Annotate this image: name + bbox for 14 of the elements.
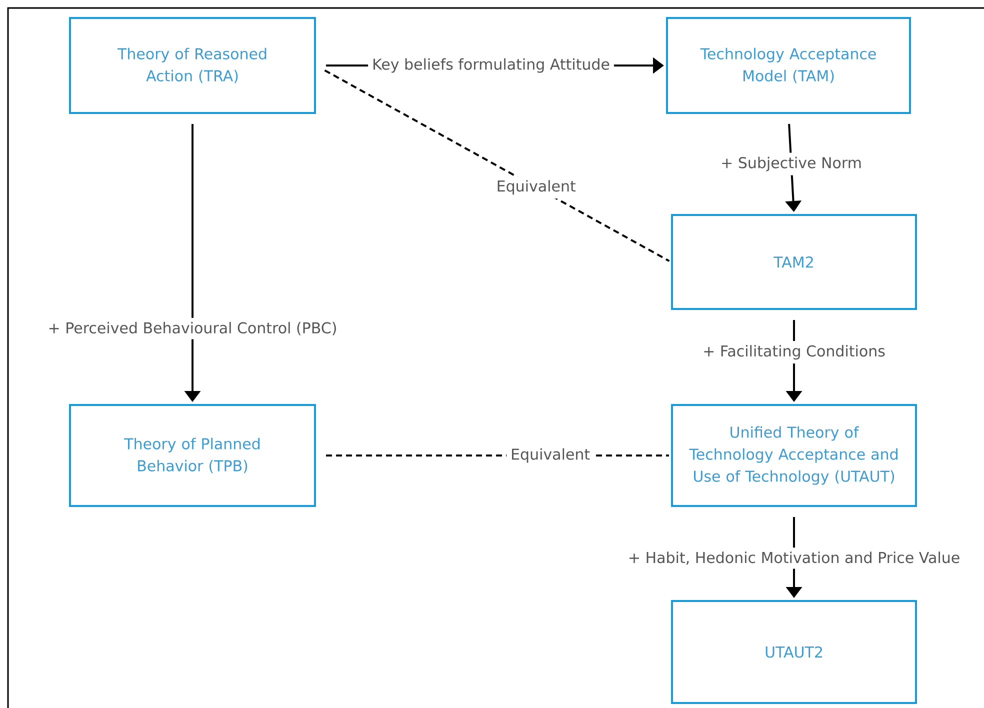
process-box: Theory of Planned Behavior (TPB)	[69, 404, 316, 507]
connector-line	[324, 69, 670, 262]
edge-label: + Subjective Norm	[716, 152, 866, 176]
process-box: Unified Theory of Technology Acceptance and Use of Technology (UTAUT)	[671, 404, 917, 507]
process-box: TAM2	[671, 214, 917, 310]
edge-label: Equivalent	[506, 444, 594, 467]
edge-label: Key beliefs formulating Attitude	[368, 54, 614, 77]
edge-label: + Habit, Hedonic Motivation and Price Value	[624, 548, 964, 569]
edge-label: Equivalent	[492, 176, 580, 199]
edge-label: + Perceived Behavioural Control (PBC)	[44, 318, 342, 340]
process-box: Theory of Reasoned Action (TRA)	[69, 17, 316, 114]
edge-label: + Facilitating Conditions	[698, 341, 890, 364]
process-box: Technology Acceptance Model (TAM)	[666, 17, 911, 114]
process-box: UTAUT2	[671, 600, 917, 704]
